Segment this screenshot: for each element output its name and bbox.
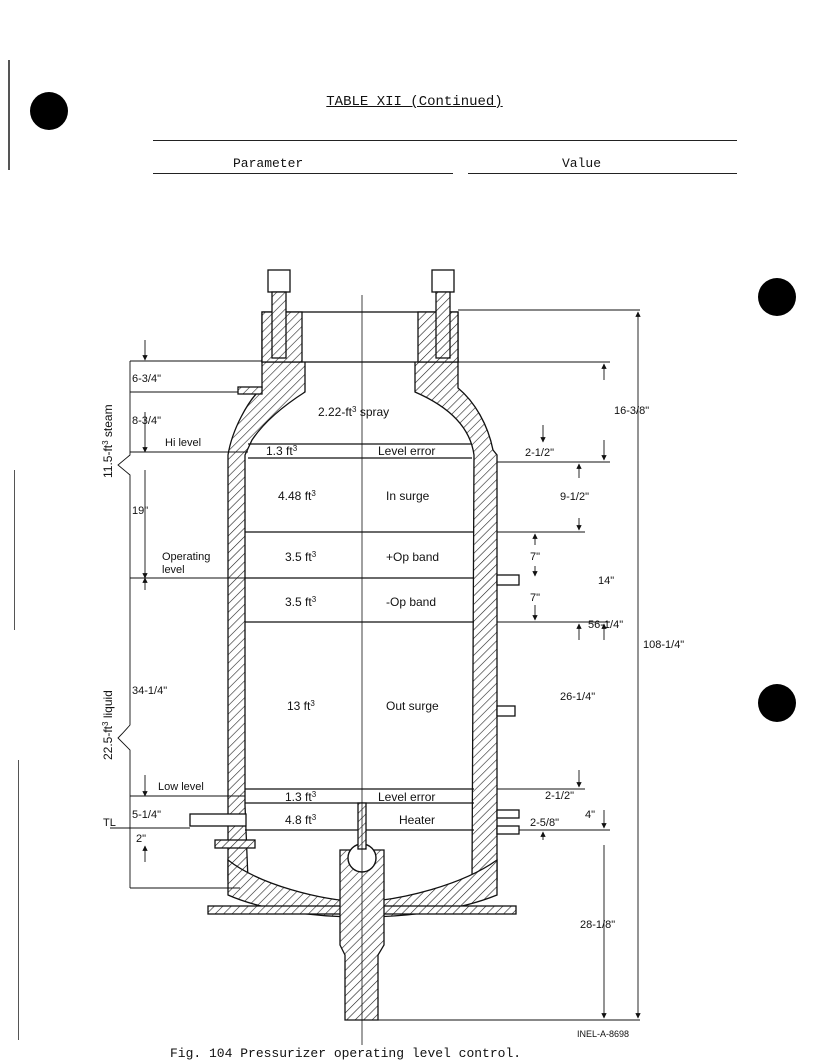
- punch-hole: [30, 92, 68, 130]
- table-top-rule: [153, 140, 737, 141]
- binder-margin-line: [14, 470, 15, 630]
- binder-margin-line: [18, 760, 19, 1040]
- drawing-id: INEL-A-8698: [577, 1029, 629, 1039]
- in-surge-volume: 4.48 ft3: [278, 489, 316, 504]
- binder-margin-line: [8, 60, 10, 170]
- steam-volume-label: 11.5-ft3 steam: [101, 404, 116, 478]
- level-error-top-name: Level error: [378, 444, 435, 458]
- tl-label: TL: [103, 817, 116, 829]
- dim-28-1-8: 28-1/8": [580, 919, 615, 931]
- dim-56-1-4: 56-1/4": [588, 619, 623, 631]
- op-band-plus-name: +Op band: [386, 550, 439, 564]
- dim-2: 2": [136, 833, 146, 845]
- vessel-shell: [189, 269, 520, 1021]
- left-dimensions: [110, 340, 262, 889]
- level-error-bottom-volume: 1.3 ft3: [285, 790, 317, 805]
- op-band-plus-volume: 3.5 ft3: [285, 550, 317, 565]
- punch-hole: [758, 278, 796, 316]
- dim-2-1-2-top: 2-1/2": [525, 447, 554, 459]
- op-band-minus-volume: 3.5 ft3: [285, 595, 317, 610]
- column-header-value: Value: [562, 156, 602, 171]
- dim-4: 4": [585, 809, 595, 821]
- hi-level-label: Hi level: [165, 437, 201, 449]
- dim-7-top: 7": [530, 551, 540, 563]
- dim-26-1-4: 26-1/4": [560, 691, 595, 703]
- dim-9-1-2: 9-1/2": [560, 491, 589, 503]
- dim-5-1-4: 5-1/4": [132, 809, 161, 821]
- level-error-top-volume: 1.3 ft3: [266, 444, 298, 459]
- level-error-bottom-name: Level error: [378, 790, 435, 804]
- dim-34-1-4: 34-1/4": [132, 685, 167, 697]
- dim-19: 19": [132, 505, 148, 517]
- heater-volume: 4.8 ft3: [285, 813, 317, 828]
- operating-label: Operating: [162, 551, 210, 563]
- right-dimensions: [378, 309, 641, 1021]
- dim-14: 14": [598, 575, 614, 587]
- value-rule: [468, 173, 737, 174]
- heater-name: Heater: [399, 813, 435, 827]
- dim-2-5-8: 2-5/8": [530, 817, 559, 829]
- punch-hole: [758, 684, 796, 722]
- spray-zone-label: 2.22-ft3 spray: [318, 405, 389, 420]
- dim-108-1-4: 108-1/4": [643, 639, 684, 651]
- level-label: level: [162, 564, 185, 576]
- liquid-volume-label: 22.5-ft3 liquid: [101, 690, 116, 760]
- low-level-label: Low level: [158, 781, 204, 793]
- dim-8-3-4: 8-3/4": [132, 415, 161, 427]
- dim-2-1-2-bottom: 2-1/2": [545, 790, 574, 802]
- table-title: TABLE XII (Continued): [326, 94, 503, 110]
- dim-6-3-4: 6-3/4": [132, 373, 161, 385]
- dim-16-3-8: 16-3/8": [614, 405, 649, 417]
- figure-caption: Fig. 104 Pressurizer operating level con…: [170, 1046, 522, 1061]
- out-surge-name: Out surge: [386, 699, 439, 713]
- column-header-parameter: Parameter: [233, 156, 304, 171]
- dim-7-bottom: 7": [530, 592, 540, 604]
- op-band-minus-name: -Op band: [386, 595, 436, 609]
- in-surge-name: In surge: [386, 489, 430, 503]
- out-surge-volume: 13 ft3: [287, 699, 315, 714]
- parameter-rule: [153, 173, 453, 174]
